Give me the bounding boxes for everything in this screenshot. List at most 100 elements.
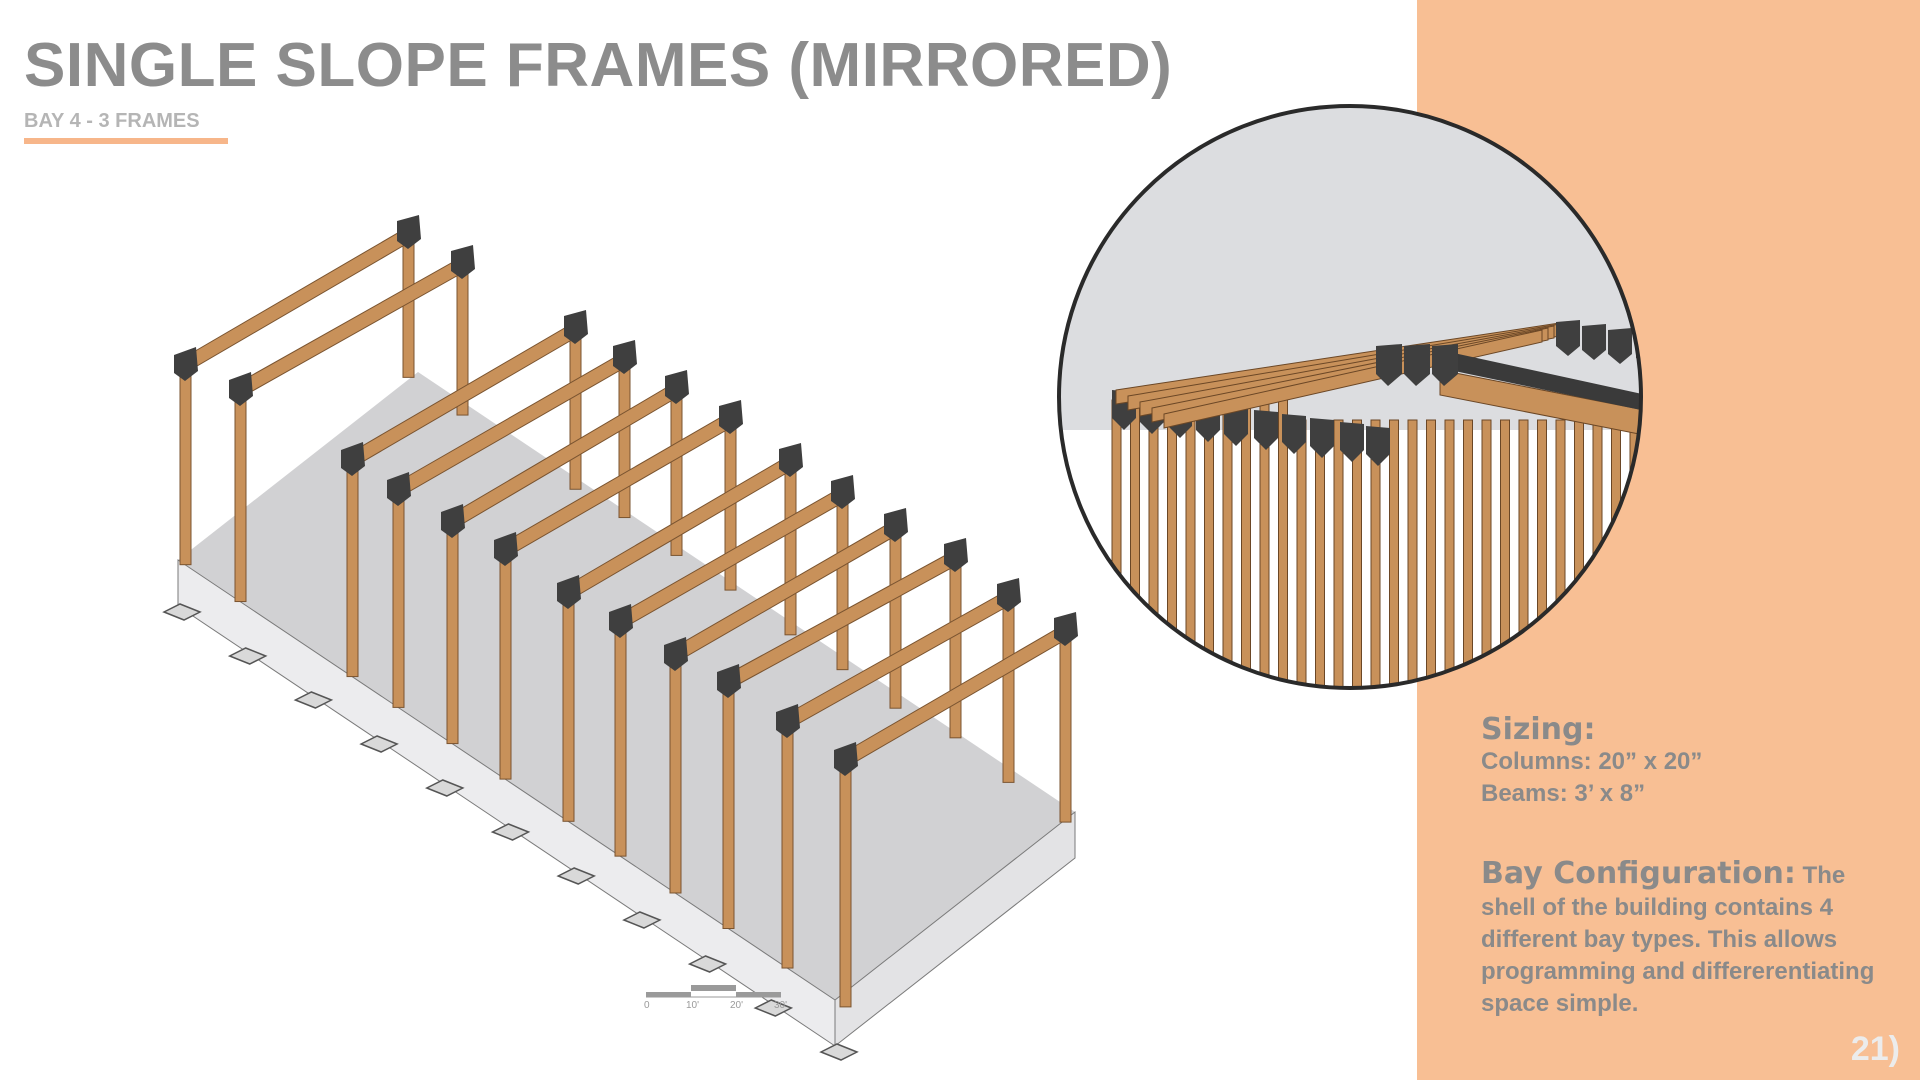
detail-column xyxy=(1463,419,1473,688)
beam-joint xyxy=(776,704,800,738)
beam-joint xyxy=(229,372,253,406)
front-column xyxy=(669,662,682,894)
detail-column xyxy=(1426,419,1436,688)
detail-column xyxy=(1204,399,1214,688)
detail-joint xyxy=(1608,328,1632,364)
bay-configuration-text: The shell of the building contains 4 dif… xyxy=(1481,862,1875,1017)
detail-column xyxy=(1167,399,1177,688)
detail-joint xyxy=(1376,344,1402,386)
detail-column xyxy=(1611,419,1621,688)
frame xyxy=(387,340,637,708)
beam-joint xyxy=(779,443,803,477)
back-column xyxy=(569,337,582,490)
bay-configuration-heading: Bay Configuration: xyxy=(1481,856,1796,891)
footing-block xyxy=(162,603,202,621)
detail-column xyxy=(1444,419,1455,688)
front-column xyxy=(614,629,627,857)
footing-block xyxy=(819,1043,859,1061)
beam-joint xyxy=(613,340,637,374)
detail-column xyxy=(1315,419,1325,688)
detail-column xyxy=(1481,419,1492,688)
frame xyxy=(174,215,421,566)
detail-column xyxy=(1333,419,1344,688)
frame xyxy=(229,245,475,603)
beam-joint xyxy=(717,664,741,698)
beam-joint xyxy=(609,604,633,638)
detail-column xyxy=(1278,399,1288,688)
frame xyxy=(557,443,803,822)
scale-label-30: 30' xyxy=(774,1000,787,1011)
beam-joint xyxy=(564,310,588,344)
back-column xyxy=(1002,605,1015,783)
detail-joint xyxy=(1310,418,1334,458)
footing-block xyxy=(359,735,399,753)
beam-joint xyxy=(1054,612,1078,646)
subtitle-underline xyxy=(24,138,228,144)
scale-label-10: 10' xyxy=(686,1000,699,1011)
beam-joint xyxy=(997,578,1021,612)
front-column xyxy=(446,529,459,745)
front-column xyxy=(781,729,794,969)
detail-joint xyxy=(1282,414,1306,454)
beam-joint xyxy=(387,472,411,506)
back-column xyxy=(949,565,962,739)
detail-column xyxy=(1130,399,1140,688)
detail-joint xyxy=(1432,344,1458,386)
front-column xyxy=(562,600,575,822)
detail-column xyxy=(1518,419,1529,688)
page-number: 21) xyxy=(1850,1030,1900,1068)
beam-joint xyxy=(831,475,855,509)
back-column xyxy=(618,367,631,519)
detail-joint xyxy=(1254,410,1278,450)
detail-column xyxy=(1389,419,1399,688)
beam-joint xyxy=(664,637,688,671)
detail-column xyxy=(1370,419,1381,688)
detail-column xyxy=(1111,399,1122,688)
front-column xyxy=(722,689,735,929)
frame xyxy=(717,538,968,929)
frame xyxy=(834,612,1078,1008)
back-column xyxy=(402,242,415,378)
beam-joint xyxy=(944,538,968,572)
sizing-columns: Columns: 20” x 20” xyxy=(1481,748,1703,775)
detail-column xyxy=(1592,419,1603,688)
beam-joint xyxy=(719,400,743,434)
frame xyxy=(441,370,689,745)
detail-column xyxy=(1148,399,1159,688)
sizing-beams: Beams: 3’ x 8” xyxy=(1481,780,1646,807)
bay-configuration: Bay Configuration: The shell of the buil… xyxy=(1481,858,1891,1020)
footing-block xyxy=(490,823,531,841)
timber-frames xyxy=(174,215,1078,1008)
front-column xyxy=(179,372,192,566)
back-column xyxy=(836,502,849,671)
back-column xyxy=(784,470,797,636)
page-title: SINGLE SLOPE FRAMES (MIRRORED) xyxy=(24,31,1173,100)
detail-column xyxy=(1407,419,1418,688)
beam-joint xyxy=(451,245,475,279)
front-column xyxy=(392,497,405,708)
footing-block xyxy=(622,911,662,929)
scale-label-0: 0 xyxy=(644,1000,650,1011)
beam-joint xyxy=(884,508,908,542)
front-column xyxy=(839,767,852,1008)
footing-block xyxy=(293,691,334,709)
frame xyxy=(664,508,908,894)
footing-block xyxy=(556,867,597,885)
scale-bar: 0 10' 20' 30' xyxy=(644,985,787,1011)
roof-beam xyxy=(239,256,463,399)
footing-block xyxy=(687,955,728,973)
detail-column xyxy=(1222,399,1233,688)
beam-joint xyxy=(494,532,518,566)
frame xyxy=(494,400,743,780)
beam-joint xyxy=(665,370,689,404)
frame xyxy=(341,310,588,678)
detail-column xyxy=(1537,419,1547,688)
detail-view xyxy=(1057,104,1643,690)
beam-joint xyxy=(397,215,421,249)
detail-column xyxy=(1185,399,1196,688)
detail-joint xyxy=(1366,426,1390,466)
footing-block xyxy=(753,999,794,1017)
beam-joint xyxy=(174,347,198,381)
detail-joint xyxy=(1340,422,1364,462)
